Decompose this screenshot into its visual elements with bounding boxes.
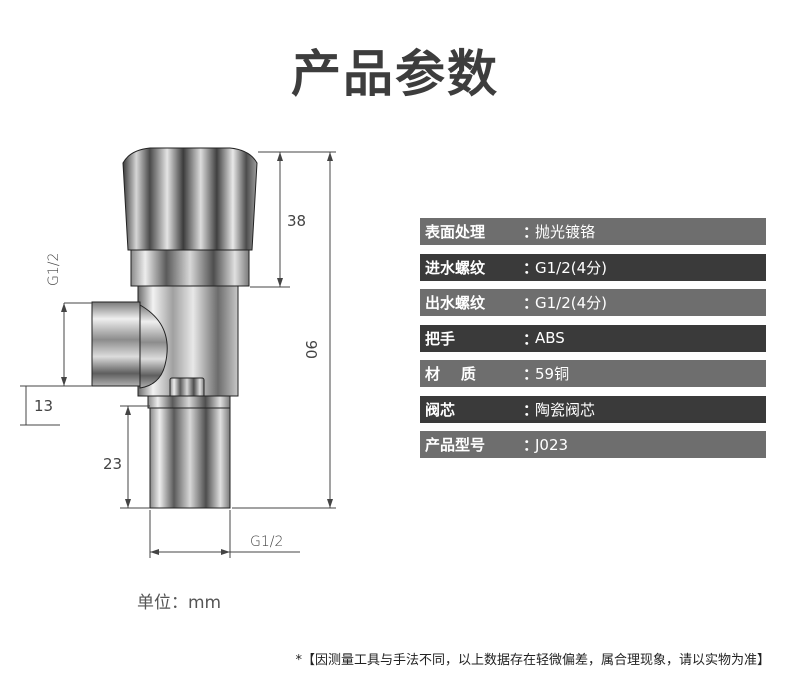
spec-separator: ：	[523, 436, 539, 454]
spec-label: 阀芯	[425, 400, 456, 419]
spec-separator: ：	[523, 400, 539, 419]
spec-label: 材 质	[425, 365, 476, 383]
spec-value: 抛光镀铬	[535, 223, 596, 241]
spec-value: J023	[535, 435, 569, 454]
spec-value: 59铜	[535, 365, 570, 383]
spec-row-model: 产品型号 ： J023	[420, 431, 766, 458]
spec-value: G1/2(4分)	[535, 258, 608, 277]
spec-row-inlet-thread: 进水螺纹 ： G1/2(4分)	[420, 253, 766, 281]
spec-value: G1/2(4分)	[535, 294, 608, 312]
dim-top-height: 38	[287, 212, 306, 230]
spec-row-valve-core: 阀芯 ： 陶瓷阀芯	[420, 395, 766, 423]
dim-side-offset: 13	[34, 397, 53, 415]
spec-row-outlet-thread: 出水螺纹 ： G1/2(4分)	[420, 289, 766, 316]
spec-label: 产品型号	[425, 436, 486, 454]
spec-separator: ：	[523, 294, 539, 312]
dim-bottom-height: 23	[103, 455, 122, 473]
spec-table: 表面处理 ： 抛光镀铬 进水螺纹 ： G1/2(4分) 出水螺纹 ： G1/2(…	[420, 218, 766, 467]
spec-separator: ：	[523, 329, 539, 348]
unit-label: 单位：mm	[137, 593, 222, 613]
spec-row-finish: 表面处理 ： 抛光镀铬	[420, 218, 766, 245]
dimension-arrows	[61, 152, 333, 555]
handle-shape	[122, 147, 258, 287]
spec-row-material: 材 质 ： 59铜	[420, 360, 766, 387]
spec-label: 把手	[425, 329, 456, 348]
page-title: 产品参数	[291, 45, 499, 103]
dim-side-thread: G1/2	[46, 253, 62, 286]
spec-separator: ：	[523, 365, 539, 383]
spec-label: 出水螺纹	[425, 294, 486, 312]
valve-body-shape	[91, 285, 239, 509]
spec-value: 陶瓷阀芯	[535, 400, 596, 419]
spec-label: 进水螺纹	[425, 258, 486, 277]
spec-separator: ：	[523, 258, 539, 277]
spec-value: ABS	[535, 329, 565, 347]
dimension-lines	[20, 151, 336, 558]
dim-bottom-thread: G1/2	[250, 534, 283, 550]
spec-row-handle: 把手 ： ABS	[420, 324, 766, 352]
spec-label: 表面处理	[425, 223, 486, 241]
disclaimer-note: *【因测量工具与手法不同，以上数据存在轻微偏差，属合理现象，请以实物为准】	[295, 653, 770, 668]
spec-separator: ：	[523, 223, 539, 241]
dim-total-height: 90	[302, 340, 320, 359]
